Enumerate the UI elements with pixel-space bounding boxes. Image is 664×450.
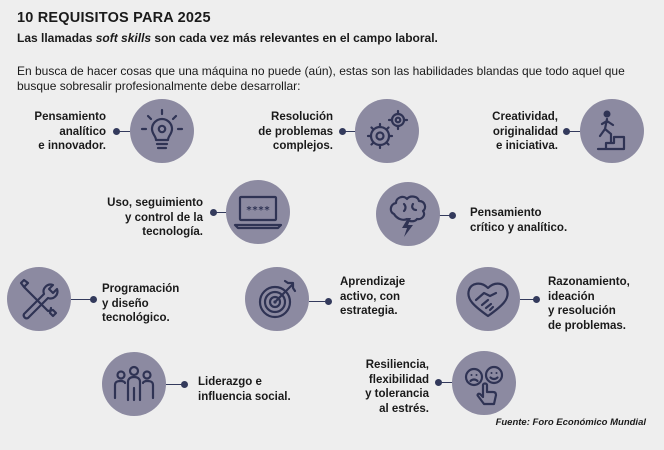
laptop-password-icon: **** bbox=[226, 180, 290, 244]
source-credit: Fuente: Foro Económico Mundial bbox=[495, 417, 646, 428]
skill-label-line: flexibilidad bbox=[368, 373, 429, 386]
connector-dot bbox=[325, 298, 332, 305]
connector-dot bbox=[339, 128, 346, 135]
skill-label-line: Uso, seguimiento bbox=[107, 197, 203, 209]
gears-icon bbox=[355, 99, 419, 163]
skill-label-line: Pensamiento bbox=[34, 111, 106, 123]
connector-line bbox=[568, 131, 580, 133]
skill-label-line: tecnología. bbox=[142, 226, 203, 238]
handshake-icon bbox=[456, 267, 520, 331]
skill-label-line: al estrés. bbox=[379, 402, 429, 415]
skill-label-line: Aprendizaje bbox=[340, 276, 406, 288]
connector-line bbox=[71, 299, 91, 301]
skill-label-reasoning: Razonamiento, ideación y resolución de p… bbox=[548, 275, 630, 333]
skill-label-line: influencia social. bbox=[198, 390, 291, 403]
skill-label-line: y control de la bbox=[125, 211, 203, 224]
connector-dot bbox=[181, 381, 188, 388]
skill-label-line: y diseño bbox=[102, 297, 149, 310]
skill-label-line: Resiliencia, bbox=[365, 359, 429, 371]
skill-label-line: y resolución bbox=[548, 305, 616, 317]
connector-line bbox=[439, 215, 451, 217]
subtitle-post: son cada vez más relevantes en el campo … bbox=[151, 31, 438, 45]
connector-dot bbox=[113, 128, 120, 135]
skill-label-line: estrategia. bbox=[340, 305, 398, 317]
skill-label-technology-use: Uso, seguimiento y control de la tecnolo… bbox=[107, 196, 203, 240]
skill-label-line: Resolución bbox=[271, 111, 333, 123]
skill-label-line: e innovador. bbox=[38, 140, 106, 152]
brain-lightning-icon bbox=[376, 182, 440, 246]
skill-label-analytic-thinking: Pensamiento analítico e innovador. bbox=[34, 110, 106, 154]
connector-line bbox=[344, 131, 356, 133]
skill-label-line: complejos. bbox=[272, 140, 333, 152]
target-arrow-icon bbox=[245, 267, 309, 331]
skill-label-active-learning: Aprendizaje activo, con estrategia. bbox=[340, 275, 405, 319]
faces-touch-icon bbox=[452, 351, 516, 415]
skill-label-line: Programación bbox=[102, 283, 180, 295]
skill-label-line: originalidad bbox=[492, 125, 558, 138]
person-climbing-stairs-icon bbox=[580, 99, 644, 163]
connector-dot bbox=[210, 209, 217, 216]
skill-label-line: Liderazgo e bbox=[198, 376, 262, 388]
skill-label-line: de problemas. bbox=[548, 319, 626, 332]
connector-dot bbox=[533, 296, 540, 303]
subtitle-emphasis: soft skills bbox=[95, 31, 152, 45]
skill-label-line: y tolerancia bbox=[365, 388, 429, 400]
skill-label-line: Razonamiento, bbox=[548, 276, 630, 288]
connector-line bbox=[309, 301, 325, 303]
skill-label-leadership: Liderazgo e influencia social. bbox=[198, 375, 291, 404]
connector-line bbox=[215, 212, 226, 214]
connector-dot bbox=[563, 128, 570, 135]
connector-dot bbox=[449, 212, 456, 219]
skill-label-line: analítico bbox=[59, 125, 106, 138]
svg-text:****: **** bbox=[246, 205, 270, 216]
connector-line bbox=[440, 382, 453, 384]
skill-label-resilience: Resiliencia, flexibilidad y tolerancia a… bbox=[365, 358, 429, 416]
intro-paragraph: En busca de hacer cosas que una máquina … bbox=[17, 64, 625, 93]
lightbulb-gear-icon bbox=[130, 99, 194, 163]
skill-label-line: Creatividad, bbox=[492, 111, 558, 123]
skill-label-line: e iniciativa. bbox=[495, 140, 558, 152]
skill-label-problem-solving: Resolución de problemas complejos. bbox=[258, 110, 333, 154]
skill-label-programming: Programación y diseño tecnológico. bbox=[102, 282, 179, 326]
connector-line bbox=[118, 131, 130, 133]
skill-label-line: de problemas bbox=[258, 125, 333, 138]
group-people-icon bbox=[102, 352, 166, 416]
skill-label-line: Pensamiento bbox=[470, 207, 542, 219]
skill-label-line: activo, con bbox=[340, 290, 401, 303]
skill-label-creativity: Creatividad, originalidad e iniciativa. bbox=[492, 110, 558, 154]
connector-dot bbox=[90, 296, 97, 303]
skill-label-critical-thinking: Pensamiento crítico y analítico. bbox=[470, 206, 567, 235]
connector-line bbox=[166, 384, 182, 386]
skill-label-line: tecnológico. bbox=[102, 312, 170, 324]
skill-label-line: crítico y analítico. bbox=[470, 221, 568, 234]
connector-dot bbox=[435, 379, 442, 386]
tools-icon bbox=[7, 267, 71, 331]
page-subtitle: Las llamadas soft skills son cada vez má… bbox=[17, 31, 438, 45]
subtitle-pre: Las llamadas bbox=[17, 31, 96, 45]
connector-line bbox=[520, 299, 534, 301]
page-title: 10 REQUISITOS PARA 2025 bbox=[17, 10, 211, 26]
skill-label-line: ideación bbox=[548, 290, 595, 303]
